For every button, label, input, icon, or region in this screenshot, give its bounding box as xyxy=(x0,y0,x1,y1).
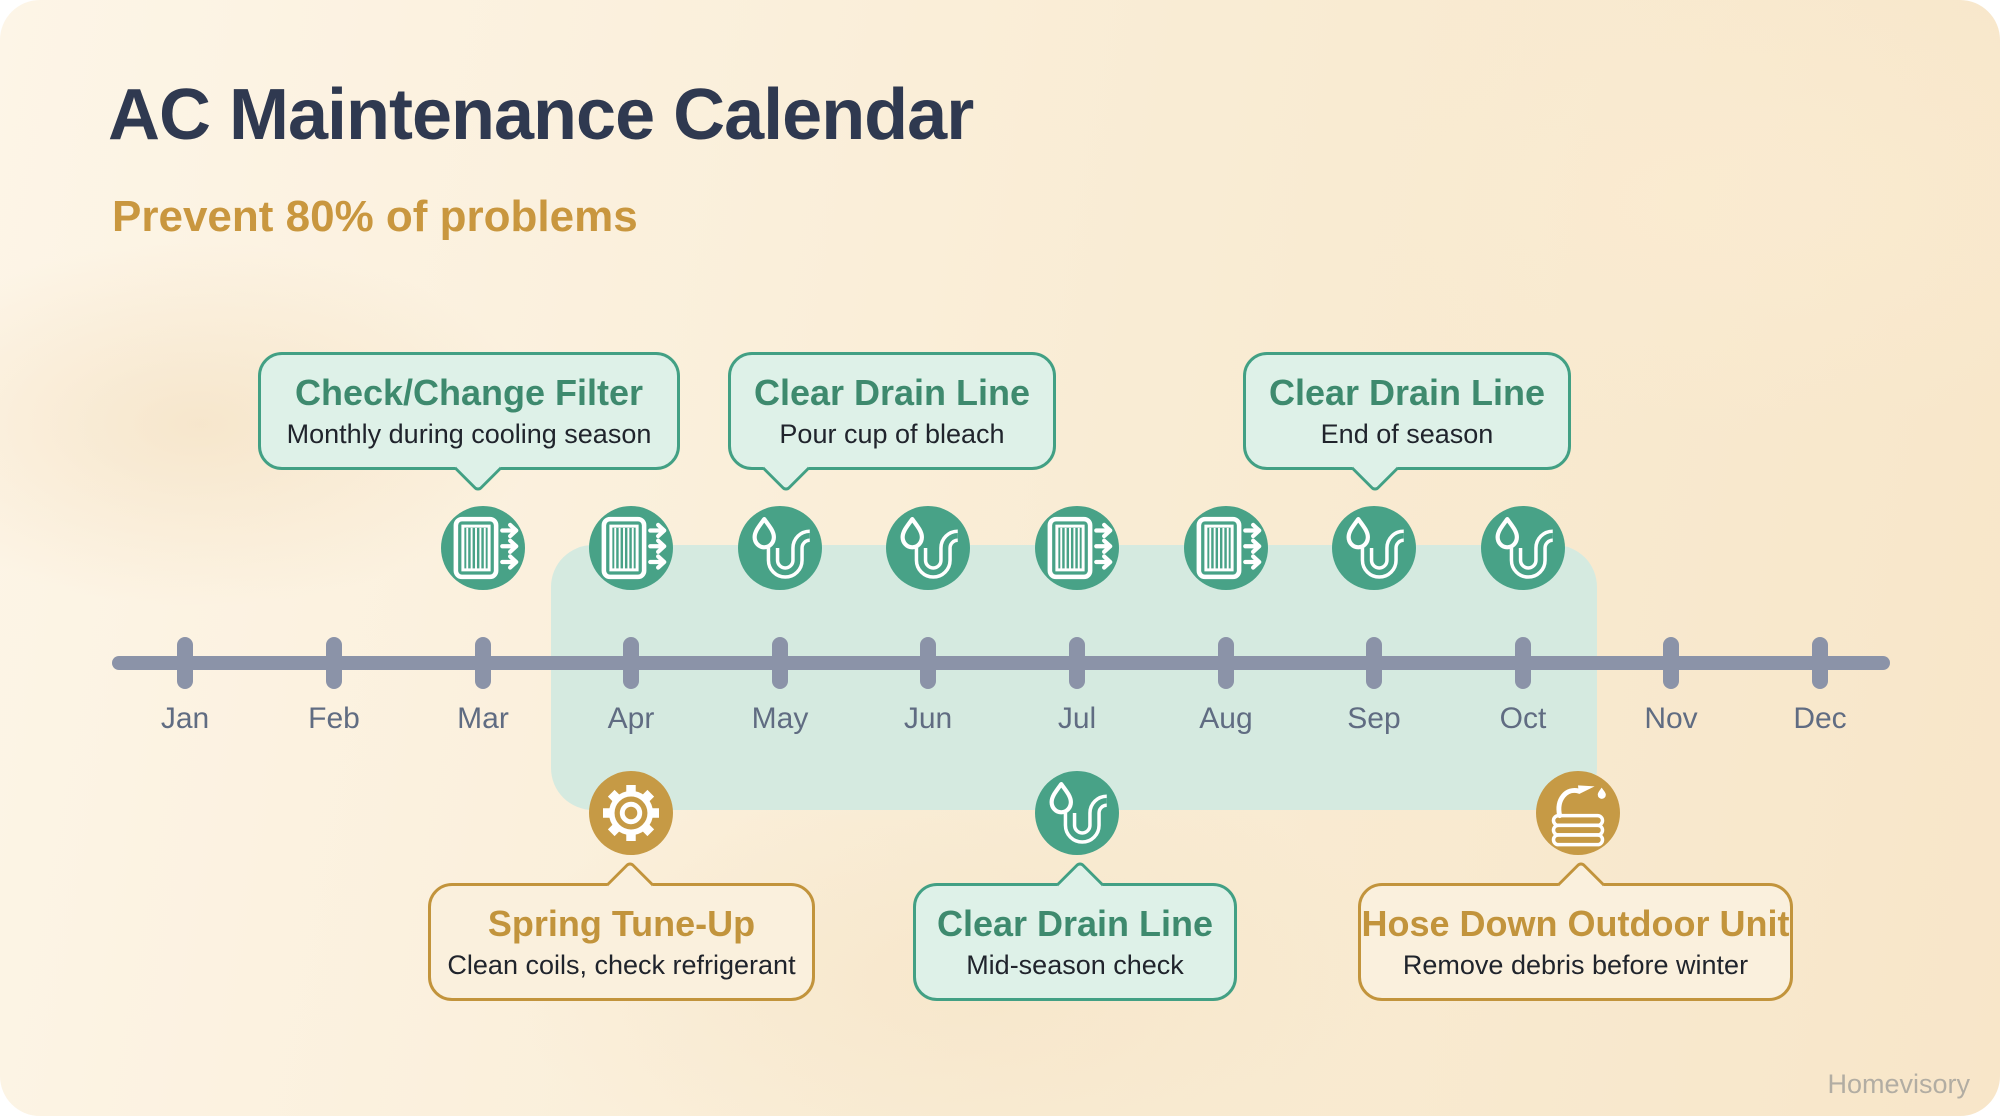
drain-icon xyxy=(1332,506,1416,590)
filter-icon xyxy=(1184,506,1268,590)
timeline-tick xyxy=(1366,637,1382,689)
callout-hose-down-outdoor-unit: Hose Down Outdoor Unit Remove debris bef… xyxy=(1358,859,1793,1001)
drain-icon xyxy=(738,506,822,590)
timeline-tick xyxy=(772,637,788,689)
callout-pointer xyxy=(1055,859,1105,909)
month-label-dec: Dec xyxy=(1793,702,1847,735)
month-label-feb: Feb xyxy=(308,702,360,735)
month-label-sep: Sep xyxy=(1347,702,1401,735)
callout-clear-drain-line-jul: Clear Drain Line Mid-season check xyxy=(913,859,1237,1001)
month-label-jun: Jun xyxy=(903,702,953,735)
callout-pointer xyxy=(605,859,655,909)
callout-pointer xyxy=(761,444,811,494)
timeline-tick xyxy=(1069,637,1085,689)
callout-title: Spring Tune-Up xyxy=(487,902,756,944)
page-subtitle: Prevent 80% of problems xyxy=(112,192,638,241)
month-label-nov: Nov xyxy=(1644,702,1698,735)
month-label-oct: Oct xyxy=(1499,702,1547,735)
callout-pointer xyxy=(453,444,503,494)
month-label-apr: Apr xyxy=(607,702,655,735)
callout-title: Clear Drain Line xyxy=(936,902,1214,944)
drain-icon xyxy=(886,506,970,590)
timeline-tick xyxy=(1218,637,1234,689)
callout-title: Clear Drain Line xyxy=(1268,371,1546,413)
callout-title: Check/Change Filter xyxy=(294,371,644,413)
callout-title: Clear Drain Line xyxy=(753,371,1031,413)
callout-subtitle: Pour cup of bleach xyxy=(779,418,1005,449)
callout-spring-tune-up: Spring Tune-Up Clean coils, check refrig… xyxy=(428,859,815,1001)
filter-icon xyxy=(589,506,673,590)
callout-subtitle: Monthly during cooling season xyxy=(286,418,652,449)
timeline-tick xyxy=(1812,637,1828,689)
timeline-tick xyxy=(475,637,491,689)
callout-subtitle: End of season xyxy=(1320,418,1494,449)
callout-clear-drain-line-sep: Clear Drain Line End of season xyxy=(1243,352,1571,494)
month-label-may: May xyxy=(751,702,809,735)
month-label-jan: Jan xyxy=(160,702,210,735)
callout-subtitle: Mid-season check xyxy=(966,949,1184,980)
timeline-tick xyxy=(920,637,936,689)
callout-pointer xyxy=(1556,859,1606,909)
callout-subtitle: Remove debris before winter xyxy=(1402,949,1749,980)
filter-icon xyxy=(441,506,525,590)
timeline-tick xyxy=(1663,637,1679,689)
timeline-tick xyxy=(177,637,193,689)
brand-watermark: Homevisory xyxy=(1827,1069,1970,1099)
drain-icon xyxy=(1035,771,1119,855)
filter-icon xyxy=(1035,506,1119,590)
callout-title: Hose Down Outdoor Unit xyxy=(1361,902,1790,944)
month-label-aug: Aug xyxy=(1199,702,1253,735)
month-label-jul: Jul xyxy=(1057,702,1097,735)
gear-icon xyxy=(589,771,673,855)
hose-icon xyxy=(1536,771,1620,855)
month-label-mar: Mar xyxy=(457,702,509,735)
timeline-tick xyxy=(1515,637,1531,689)
timeline-tick xyxy=(326,637,342,689)
timeline-tick xyxy=(623,637,639,689)
callout-pointer xyxy=(1350,444,1400,494)
callout-check-change-filter: Check/Change Filter Monthly during cooli… xyxy=(258,352,680,494)
callout-clear-drain-line-may: Clear Drain Line Pour cup of bleach xyxy=(728,352,1056,494)
callout-subtitle: Clean coils, check refrigerant xyxy=(447,949,796,980)
drain-icon xyxy=(1481,506,1565,590)
timeline-bar xyxy=(112,656,1890,670)
page-title: AC Maintenance Calendar xyxy=(108,75,974,155)
